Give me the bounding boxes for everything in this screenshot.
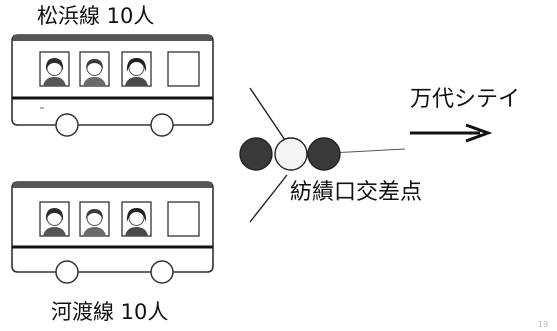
- bus-roof-stripe: [13, 182, 212, 188]
- passenger-shoulders: [125, 77, 148, 86]
- bus-line-label: 河渡線 10人: [51, 300, 169, 324]
- passenger-shoulders: [43, 77, 66, 86]
- bus-window-passenger: [39, 51, 70, 87]
- passenger-hair: [45, 58, 64, 71]
- bus-window-empty: [167, 51, 200, 87]
- bus-roof-stripe: [13, 35, 212, 41]
- bus-wheel: [150, 260, 174, 284]
- bus-window-empty: [167, 201, 200, 237]
- bus-kawatari: [11, 181, 214, 284]
- passenger-hair: [126, 208, 147, 222]
- road-upper: [249, 87, 290, 147]
- passenger-shoulders: [83, 77, 106, 86]
- right-arrow-icon: [410, 123, 493, 143]
- passenger-shoulders: [43, 227, 66, 236]
- bus-window-passenger: [39, 201, 70, 237]
- intersection-label: 紡績口交差点: [290, 180, 423, 205]
- passenger-hair: [86, 209, 103, 219]
- passenger-hair: [86, 59, 103, 69]
- page-number: 19: [538, 320, 549, 329]
- bus-window-passenger: [79, 51, 110, 87]
- traffic-light: [239, 137, 341, 171]
- traffic-lamp-middle: [274, 137, 308, 171]
- road-outbound: [329, 148, 406, 154]
- road-lower: [249, 174, 288, 223]
- passenger-shoulders: [125, 227, 148, 236]
- bus-wheel: [55, 113, 79, 137]
- passenger-shoulders: [83, 227, 106, 236]
- bus-wheel: [55, 260, 79, 284]
- bus-window-passenger: [121, 201, 152, 237]
- bus-matsuhama: [11, 34, 214, 137]
- destination-label: 万代シテイ: [410, 87, 521, 112]
- passenger-hair: [126, 58, 147, 72]
- traffic-lamp-right: [307, 137, 341, 171]
- bus-line-label: 松浜線 10人: [37, 4, 155, 28]
- bus-window-passenger: [121, 51, 152, 87]
- traffic-lamp-left: [239, 137, 273, 171]
- passenger-hair: [45, 208, 64, 221]
- bus-window-passenger: [79, 201, 110, 237]
- bus-wheel: [150, 113, 174, 137]
